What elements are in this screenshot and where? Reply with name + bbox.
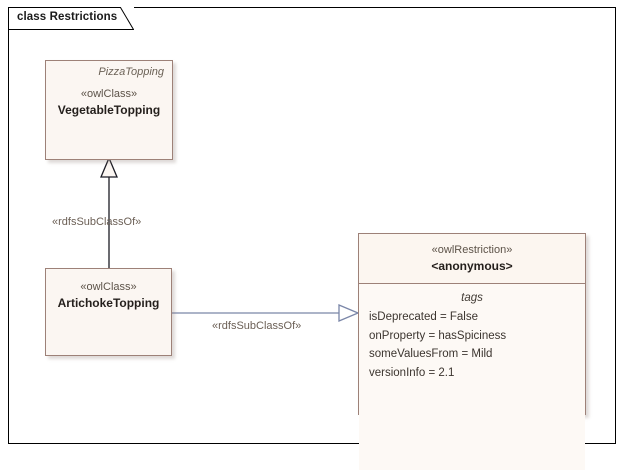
restriction-tags-compartment: tags isDeprecated = False onProperty = h… bbox=[359, 284, 585, 470]
stereotype-owlrestriction: «owlRestriction» bbox=[431, 244, 513, 256]
class-name-anonymous: <anonymous> bbox=[431, 259, 513, 273]
diagram-title: class Restrictions bbox=[17, 11, 118, 23]
diagram-frame-tab: class Restrictions bbox=[8, 7, 134, 30]
tag-row: isDeprecated = False bbox=[369, 311, 478, 323]
edge-label-rdfs-subclassof-horizontal: «rdfsSubClassOf» bbox=[212, 320, 302, 332]
edge-label-rdfs-subclassof-vertical: «rdfsSubClassOf» bbox=[52, 216, 142, 228]
tags-compartment-title: tags bbox=[461, 292, 483, 304]
tag-row: versionInfo = 2.1 bbox=[369, 366, 455, 379]
edge-artichoke-to-restriction[interactable] bbox=[172, 304, 360, 322]
stereotype-owlclass: «owlClass» bbox=[80, 281, 137, 293]
class-node-vegetable-topping[interactable]: PizzaTopping «owlClass» VegetableTopping bbox=[45, 60, 173, 160]
tag-row: onProperty = hasSpiciness bbox=[369, 329, 507, 342]
diagram-canvas: class Restrictions «rdfsSubClassOf» «rdf… bbox=[8, 7, 616, 470]
tag-row: someValuesFrom = Mild bbox=[369, 348, 493, 360]
class-node-owl-restriction[interactable]: «owlRestriction» <anonymous> tags isDepr… bbox=[358, 233, 586, 470]
connector-layer bbox=[100, 156, 360, 322]
stereotype-owlclass: «owlClass» bbox=[80, 88, 138, 100]
class-name-vegetable-topping: VegetableTopping bbox=[57, 103, 161, 117]
class-node-artichoke-topping[interactable]: «owlClass» ArtichokeTopping bbox=[45, 268, 172, 356]
frame-tab-shape bbox=[8, 7, 134, 30]
namespace-label-pizzatopping: PizzaTopping bbox=[98, 66, 164, 78]
class-node-header: «owlClass» ArtichokeTopping bbox=[46, 269, 171, 311]
class-name-artichoke-topping: ArtichokeTopping bbox=[57, 296, 160, 310]
class-node-header: «owlClass» VegetableTopping bbox=[46, 78, 172, 118]
edge-artichoke-to-vegetable[interactable] bbox=[100, 156, 118, 268]
restriction-header: «owlRestriction» <anonymous> bbox=[359, 234, 585, 284]
